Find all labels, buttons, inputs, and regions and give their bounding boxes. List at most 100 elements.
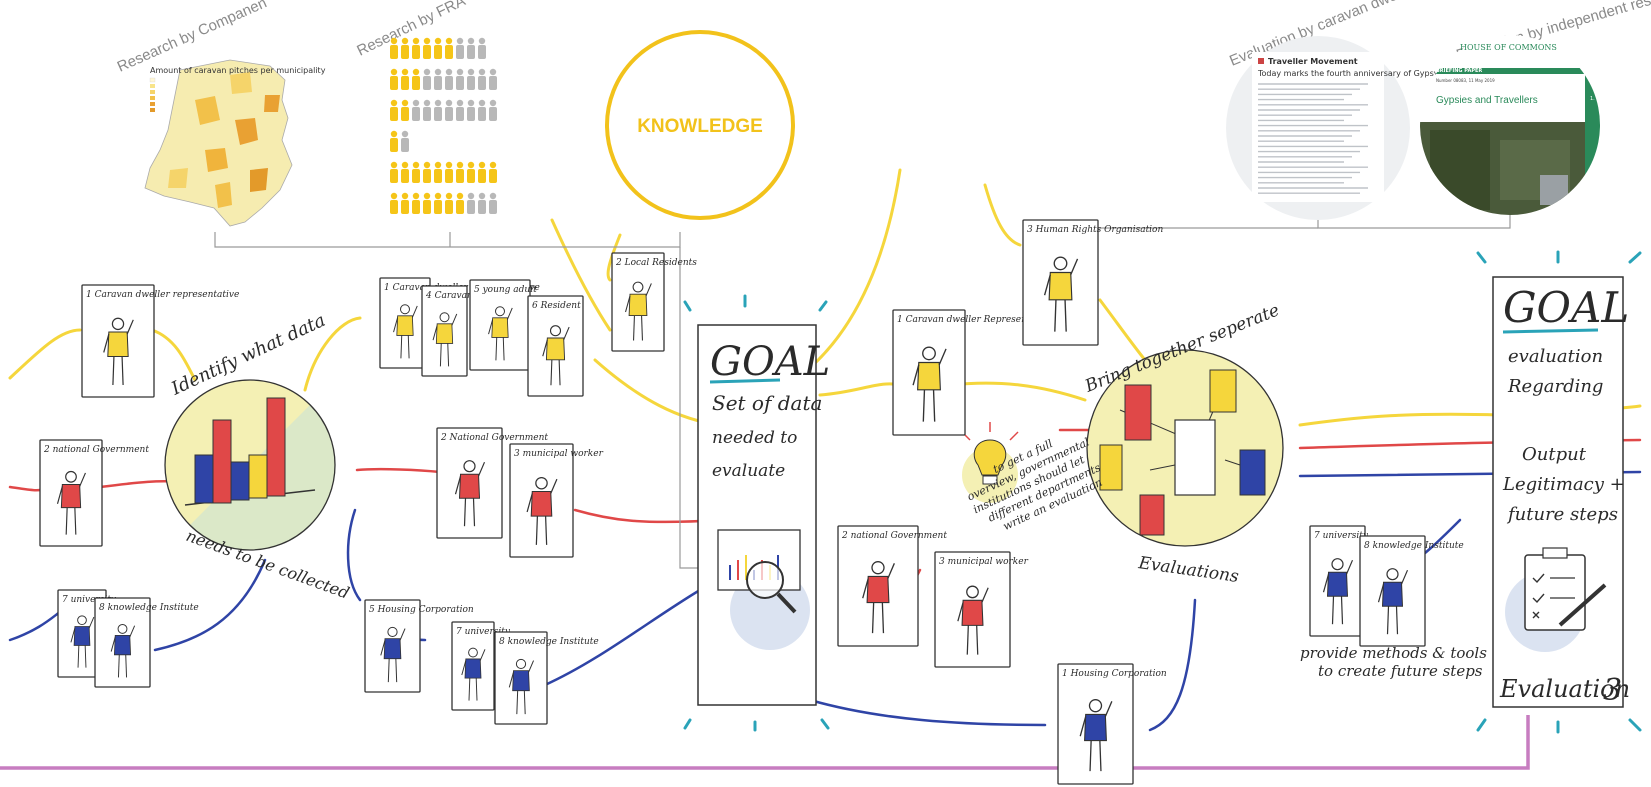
fra-figure [467,99,475,121]
fra-pictogram-grid [390,37,497,214]
fra-figure [445,37,453,59]
lightbulb-icon [961,422,1019,503]
stakeholder-label: 1 Caravan dweller Representative [897,315,1053,325]
goal1-line2: needed to [712,428,797,448]
svg-text:1. Historic Context: 1. Historic Context [1590,96,1637,102]
fra-figure [401,37,409,59]
data-analysis-icon [717,529,810,650]
goal2-line5: future steps [1506,504,1618,525]
stakeholder-label: 2 national Government [841,531,947,541]
fra-figure [390,192,398,214]
fra-figure [423,192,431,214]
svg-text:Gypsies and Travellers: Gypsies and Travellers [1436,95,1538,106]
fra-figure [401,130,409,152]
knowledge-title: KNOWLEDGE [637,116,763,137]
stakeholder-card-municipal-worker-1: 3 municipal worker [509,443,604,558]
fra-figure [434,37,442,59]
svg-text:Traveller Movement: Traveller Movement [1268,57,1358,66]
fra-figure [423,99,431,121]
clipboard-checklist-icon [1505,547,1607,652]
svg-text:HOUSE OF COMMONS: HOUSE OF COMMONS [1460,43,1557,52]
stakeholder-card-caravan-rep-1: 1 Caravan dweller representative [81,284,239,398]
fra-figure [412,192,420,214]
fra-figure [478,161,486,183]
stakeholder-cards: 1 Caravan dweller representative 2 nation… [39,219,1464,785]
fra-figure [401,68,409,90]
fra-figure [478,192,486,214]
stakeholder-card-national-gov-3: 2 national Government [837,525,947,647]
svg-text:Today marks the fourth anniver: Today marks the fourth anniversary of Gy… [1257,69,1555,78]
fra-figure [390,68,398,90]
stakeholder-label: 8 knowledge Institute [1364,541,1464,551]
fra-figure [412,161,420,183]
stakeholder-card-university-2: 7 university [451,621,511,711]
briefing-paper: HOUSE OF COMMONS BRIEFING PAPER Number 0… [1420,35,1637,215]
fra-figure [423,37,431,59]
stakeholder-label: 5 Housing Corporation [369,605,474,615]
stakeholder-label: 5 young adult [474,285,537,295]
stakeholder-label: 3 Human Rights Organisation [1027,225,1163,235]
stakeholder-card-knowledge-inst-1: 8 knowledge Institute [94,597,199,688]
stakeholder-card-local-residents: 2 Local Residents [611,252,697,352]
blue-connections [8,470,1642,732]
fra-figure [434,68,442,90]
knowledge-circle [605,30,795,220]
goal2-line3: Output [1522,444,1587,465]
stakeholder-label: 4 Caravan dweller [425,291,510,301]
goal2-heading: GOAL [1503,283,1629,332]
goal1-heading: GOAL [710,339,830,385]
fra-figure [456,161,464,183]
fra-figure [412,68,420,90]
fra-figure [434,99,442,121]
stakeholder-card-housing-corp-1: 5 Housing Corporation [364,599,474,693]
fra-figure [467,161,475,183]
identify-data-circle [164,379,336,551]
fra-figure [434,161,442,183]
stakeholder-label: 7 university [62,595,117,605]
fra-figure [412,37,420,59]
stakeholder-card-resident: 6 Resident [527,295,584,397]
fra-figure [390,37,398,59]
fra-figure [489,68,497,90]
fra-figure [401,161,409,183]
fra-figure [467,37,475,59]
stakeholder-card-university-1: 7 university [57,589,117,678]
fra-figure [478,68,486,90]
svg-text:BRIEFING PAPER: BRIEFING PAPER [1436,68,1482,74]
goal1-line3: evaluate [712,461,785,481]
fra-figure [445,192,453,214]
stakeholder-label: 7 university [456,627,511,637]
fra-figure [390,130,398,152]
svg-text:Number 08083, 11 May 2019: Number 08083, 11 May 2019 [1436,78,1495,83]
fra-figure [412,99,420,121]
netherlands-map [144,59,293,227]
stakeholder-card-human-rights: 3 Human Rights Organisation [1022,219,1163,346]
document-text-lines [1258,83,1368,194]
stakeholder-card-knowledge-inst-3: 8 knowledge Institute [1359,535,1464,647]
stakeholder-card-caravan-rep-3: 1 Caravan dweller Representative [892,309,1053,436]
fra-figure [390,161,398,183]
stakeholder-label: 2 National Government [440,433,548,443]
svg-text:3: 3 [1603,673,1622,708]
timeline-line [0,715,1530,770]
fra-figure [456,68,464,90]
fra-figure [423,68,431,90]
stakeholder-label: 6 Resident [532,301,581,311]
svg-text:to create future steps: to create future steps [1318,662,1483,680]
stakeholder-card-national-gov-1: 2 national Government [39,439,149,547]
fra-figure [489,192,497,214]
stakeholder-label: 2 Local Residents [615,258,697,268]
goal2-line1: evaluation [1508,346,1603,367]
fra-figure [456,99,464,121]
fra-figure [489,161,497,183]
goal2-line4: Legitimacy + [1502,474,1625,495]
stakeholder-label: 1 Housing Corporation [1062,669,1167,679]
stakeholder-label: 8 knowledge Institute [499,637,599,647]
stakeholder-card-young-adult: 5 young adult [469,279,537,371]
fra-figure [401,192,409,214]
step3-note: provide methods & tools to create future… [1300,644,1487,680]
goal2-line2: Regarding [1507,376,1603,397]
fra-figure [434,192,442,214]
stakeholder-label: 3 municipal worker [514,449,604,459]
